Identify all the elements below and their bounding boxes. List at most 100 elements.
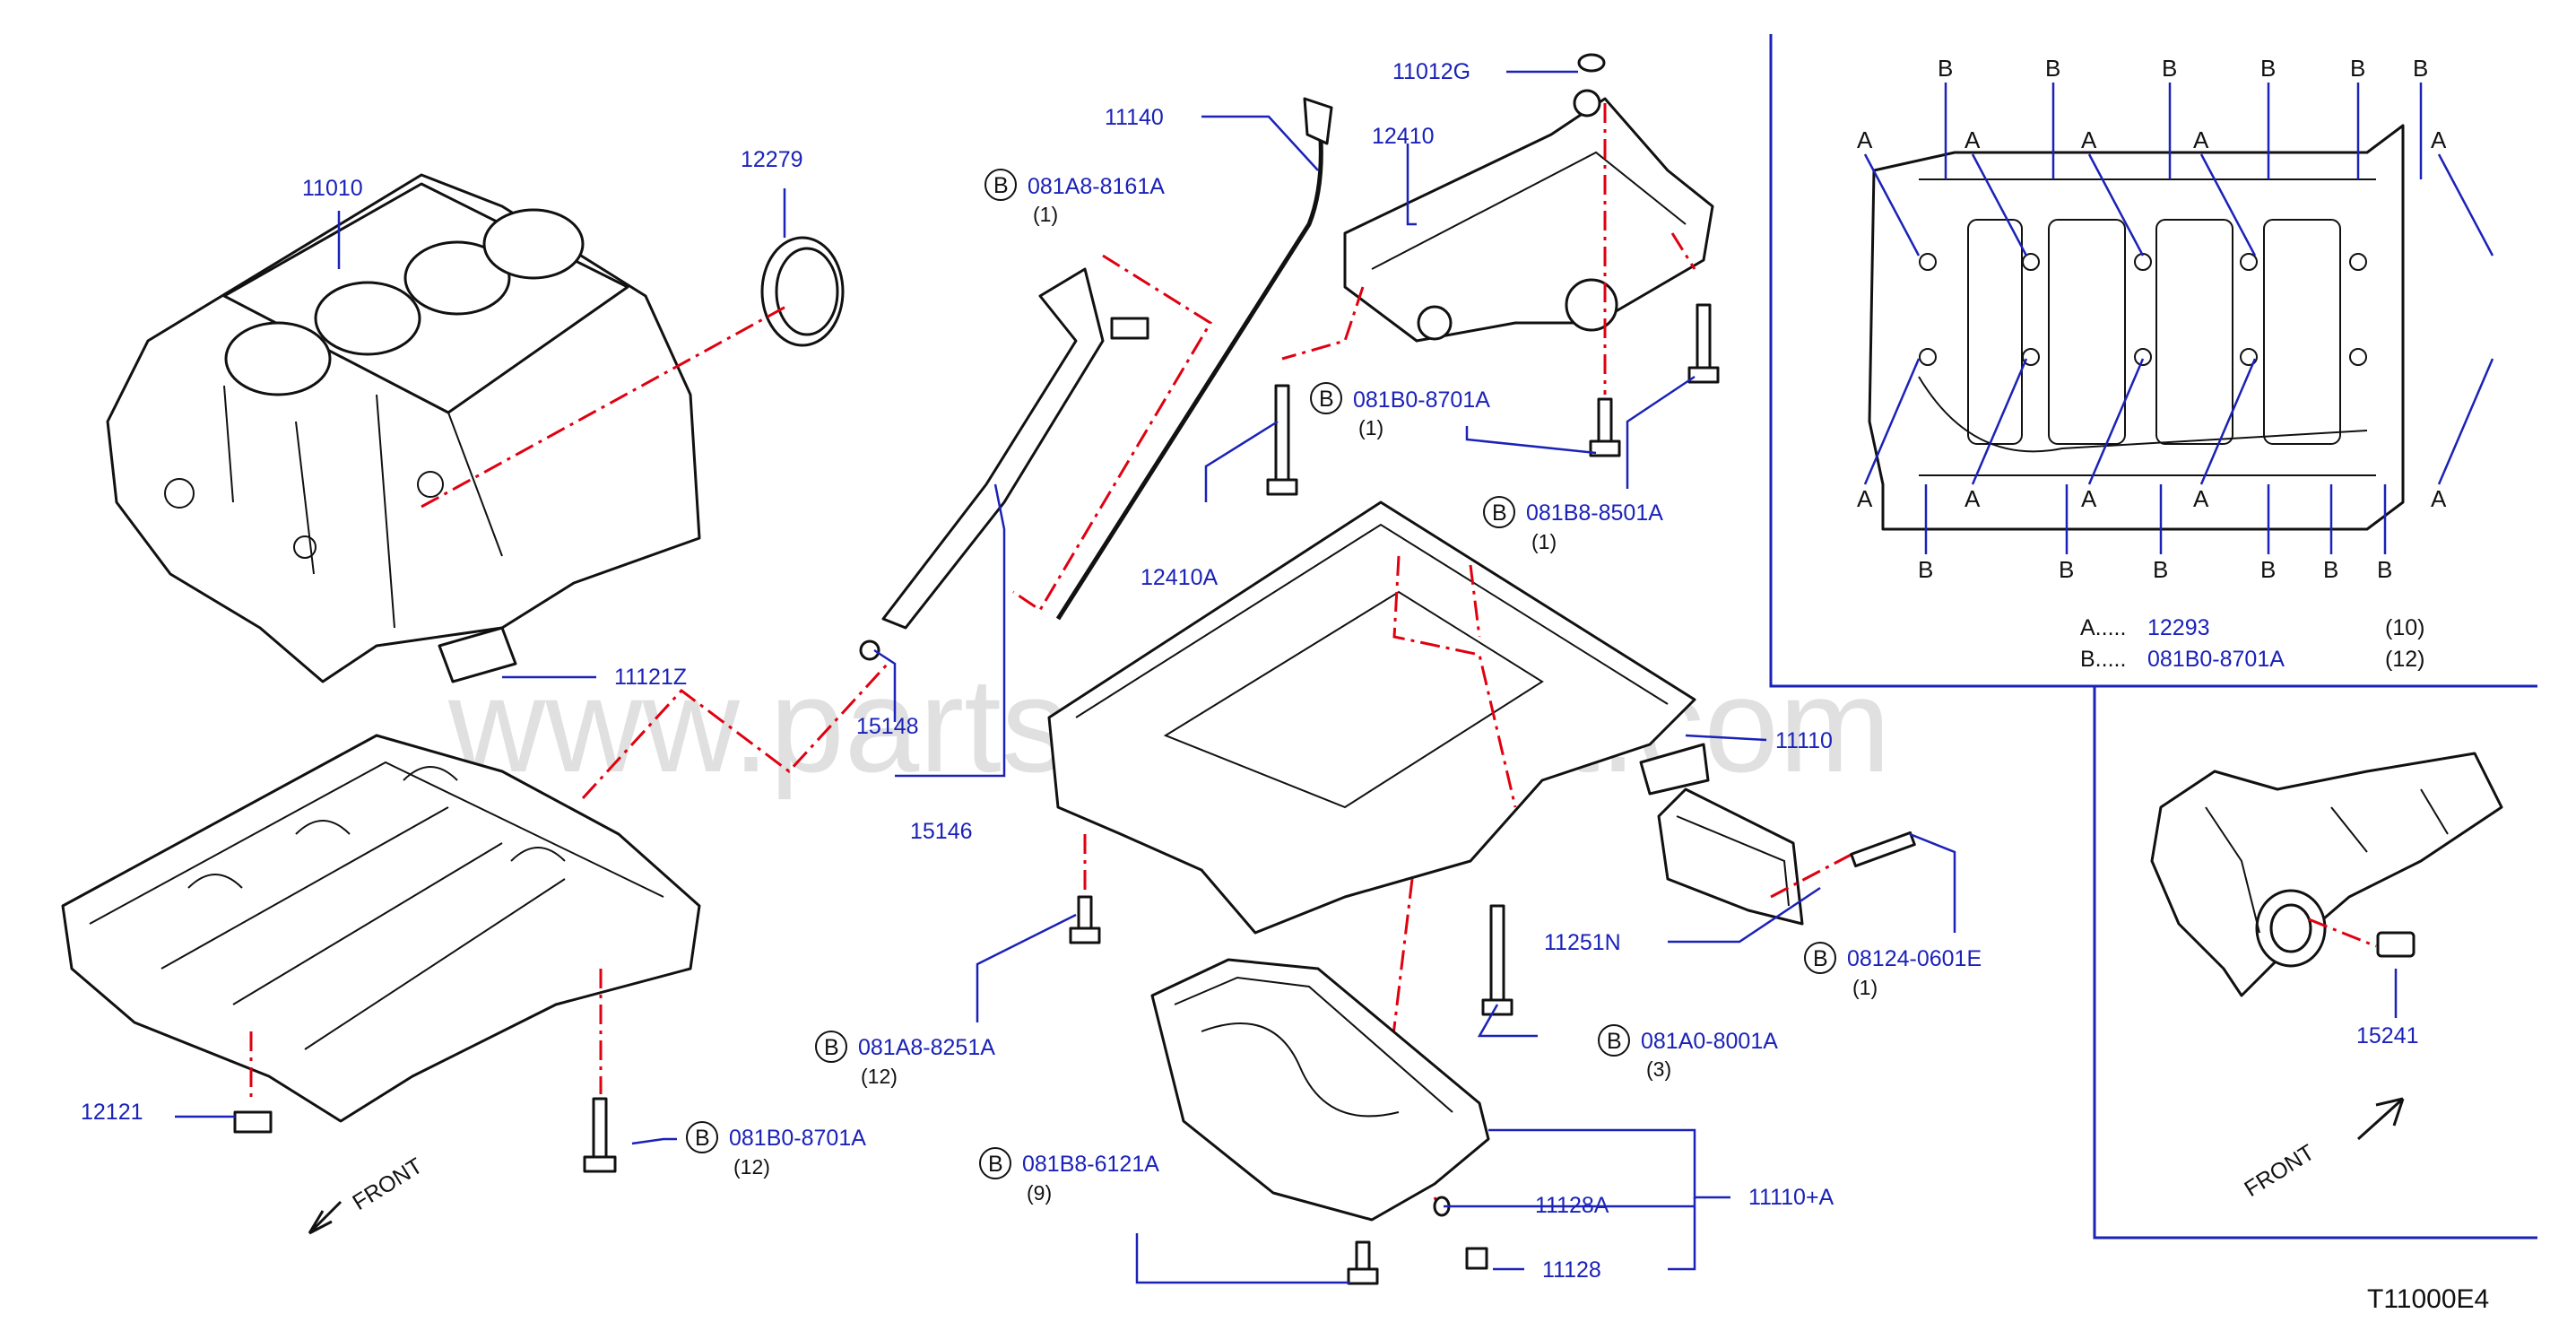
block-rear-detail-drawing [2150,752,2503,997]
bolt-label-08124-0601e: B 08124-0601E (1) [1804,942,1982,999]
grid-marker-a: A [1965,485,1981,512]
bolt-code: 081B8-8501A [1526,500,1663,526]
bolt-qty: (3) [1646,1057,1671,1081]
grid-marker-leader [2199,153,2257,257]
bolt-qty: (1) [1033,203,1058,226]
bolt-marker: B [695,1126,710,1151]
label-12410: 12410 [1372,124,1435,149]
grid-bolt-point [2240,253,2258,271]
bolt-label-081a8-8251a: B 081A8-8251A (12) [815,1031,995,1088]
grid-marker-b: B [2260,556,2276,583]
bolt-label-081b0-8701a-pump: B 081B0-8701A (1) [1310,382,1490,439]
grid-marker-leader [2087,153,2145,257]
bedplate-bolt-layout-drawing [1868,124,2405,531]
dipstick-guide-drawing [881,267,1149,630]
grid-marker-leader [2087,358,2145,485]
grid-marker-b: B [2153,556,2168,583]
grid-marker-b: B [2059,556,2074,583]
bolt-code: 081B0-8701A [729,1126,866,1151]
oil-pan-lower-drawing [1150,958,1490,1222]
bolt-label-081b0-8701a-bedplate: B 081B0-8701A (12) [686,1121,866,1179]
label-15241: 15241 [2356,1023,2419,1048]
grid-marker-b: B [2260,55,2276,82]
grid-marker-a: A [1857,126,1873,153]
bolt-qty: (1) [1852,976,1878,999]
grid-bolt-point [2349,348,2367,366]
drain-plug-drawing [1433,1196,1488,1270]
bolt-code: 081A0-8001A [1641,1029,1778,1054]
grid-bolt-point [2022,348,2040,366]
leader-lines [175,70,1956,1284]
oil-pump-bolt-drawing [1266,303,1720,496]
grid-marker-a: A [2431,126,2447,153]
grid-marker-b: B [2350,55,2365,82]
grid-marker-a: A [2431,485,2447,512]
bolt-code: 081A8-8161A [1028,174,1165,199]
bolt-marker: B [824,1035,839,1060]
label-11110: 11110 [1775,728,1833,753]
rear-oil-seal-drawing [760,236,845,347]
grid-bolt-point [2134,253,2152,271]
label-11251n: 11251N [1544,930,1621,955]
label-11128a: 11128A [1535,1193,1609,1218]
bolt-marker: B [1607,1029,1622,1054]
legend-key-a: A..... [2080,615,2126,640]
label-15148: 15148 [856,714,919,739]
diagram-code: T11000E4 [2367,1284,2489,1314]
oil-baffle-drawing [1657,787,1804,926]
bedplate-bolt-drawing [583,1097,617,1173]
grid-marker-leader [2437,153,2494,257]
pan-lower-bolt-drawing [1347,1240,1379,1285]
bolt-marker: B [993,173,1009,198]
grid-bolt-point [2022,253,2040,271]
grid-bolt-point [1919,348,1937,366]
bolt-qty: (9) [1027,1181,1052,1205]
grid-marker-leader [1863,358,1921,485]
label-12279: 12279 [741,147,803,172]
grid-bolt-point [2349,253,2367,271]
front-label-right: FRONT [2240,1140,2319,1202]
legend-code-a: 12293 [2147,615,2210,640]
lower-cylinder-block-drawing [61,626,701,1134]
bolt-qty: (12) [733,1155,770,1179]
bolt-qty: (12) [861,1065,898,1088]
detail-frames [1769,34,2537,1240]
bolt-code: 081B8-6121A [1022,1152,1159,1177]
bolt-label-081a0-8001a: B 081A0-8001A (3) [1598,1024,1778,1081]
front-arrow-right: FRONT [2240,1097,2405,1202]
bolt-marker: B [988,1152,1003,1177]
grid-marker-b: B [2162,55,2177,82]
label-12121: 12121 [81,1100,143,1125]
bolt-code: 081A8-8251A [858,1035,995,1060]
legend-qty-b: (12) [2385,647,2424,672]
grid-marker-leader [1971,358,2028,485]
grid-bolt-point [1919,253,1937,271]
grid-marker-a: A [1965,126,1981,153]
grid-marker-b: B [2323,556,2338,583]
legend-qty-a: (10) [2385,615,2424,640]
label-11110-plus-a: 11110+A [1748,1185,1834,1210]
grid-bolt-point [2240,348,2258,366]
front-label: FRONT [348,1153,427,1215]
label-15146: 15146 [910,819,973,844]
label-11012g: 11012G [1392,59,1470,84]
bolt-qty: (1) [1531,530,1557,553]
bolt-label-081a8-8161a: B 081A8-8161A (1) [984,169,1165,226]
bolt-marker: B [1492,500,1507,526]
grid-marker-leader [1971,153,2028,257]
bolt-marker: B [1319,387,1334,412]
grid-marker-b: B [2413,55,2428,82]
label-11128: 11128 [1542,1257,1601,1283]
grid-marker-leader [1863,153,1921,257]
grid-bolt-points [1919,253,2367,366]
grid-marker-b: B [1918,556,1933,583]
grid-bolt-point [2134,348,2152,366]
label-11010: 11010 [302,176,363,201]
grid-marker-a: A [2193,126,2209,153]
bolt-code: 081B0-8701A [1353,387,1490,413]
label-11121z: 11121Z [614,665,687,690]
cylinder-block-drawing [106,173,701,683]
grid-marker-b: B [2045,55,2060,82]
